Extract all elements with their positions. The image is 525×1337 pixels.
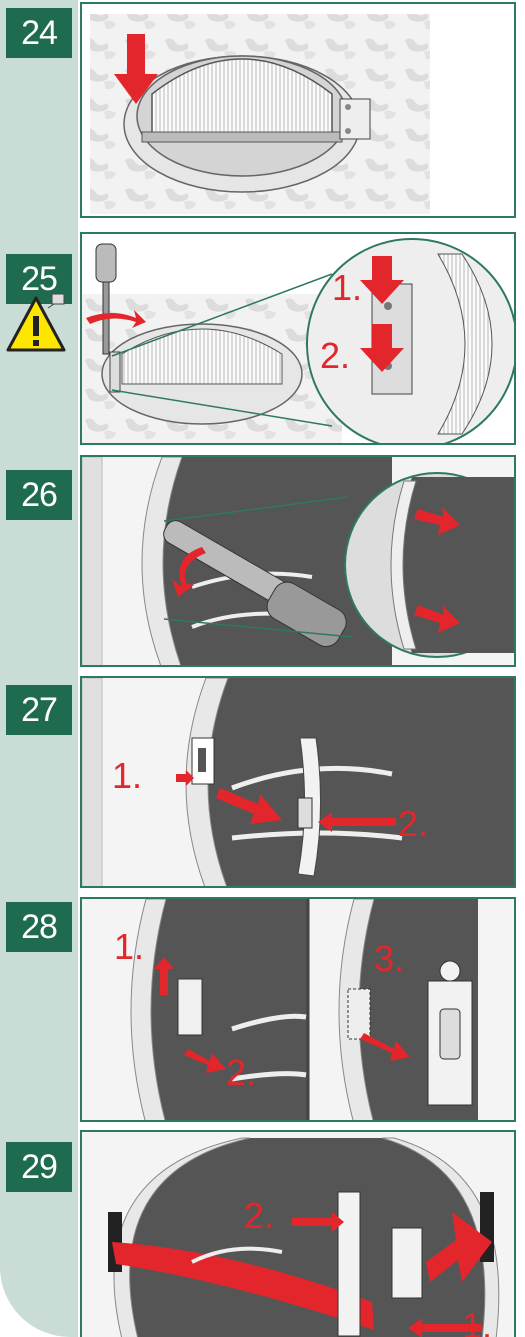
step-26-illustration xyxy=(80,455,516,667)
step-25-label-1: 1. xyxy=(332,267,363,308)
step-27-illustration: 1. 2. xyxy=(80,676,516,888)
step-27-label-2: 2. xyxy=(398,803,429,844)
step-number-29: 29 xyxy=(6,1142,72,1192)
step-29-label-1: 1. xyxy=(462,1305,493,1337)
step-24-illustration xyxy=(80,2,516,218)
step-24-arrow xyxy=(114,34,158,104)
step-28-illustration: 1. 2. 3. xyxy=(80,897,516,1122)
step-number-27: 27 xyxy=(6,685,72,735)
step-25-label-2: 2. xyxy=(320,335,351,376)
step-28-label-2: 2. xyxy=(226,1052,257,1093)
screw-icon xyxy=(47,293,65,309)
step-29-label-2: 2. xyxy=(244,1195,275,1236)
warning-triangle-icon xyxy=(6,293,66,352)
step-number-28: 28 xyxy=(6,902,72,952)
step-29-illustration: 2. 1. xyxy=(80,1130,516,1337)
step-25-illustration: 1. 2. xyxy=(80,232,516,445)
step-28-label-3: 3. xyxy=(374,938,405,979)
step-number-24: 24 xyxy=(6,8,72,58)
sidebar-band xyxy=(0,0,78,1337)
step-27-label-1: 1. xyxy=(112,755,143,796)
step-28-label-1: 1. xyxy=(114,926,145,967)
step-number-26: 26 xyxy=(6,470,72,520)
